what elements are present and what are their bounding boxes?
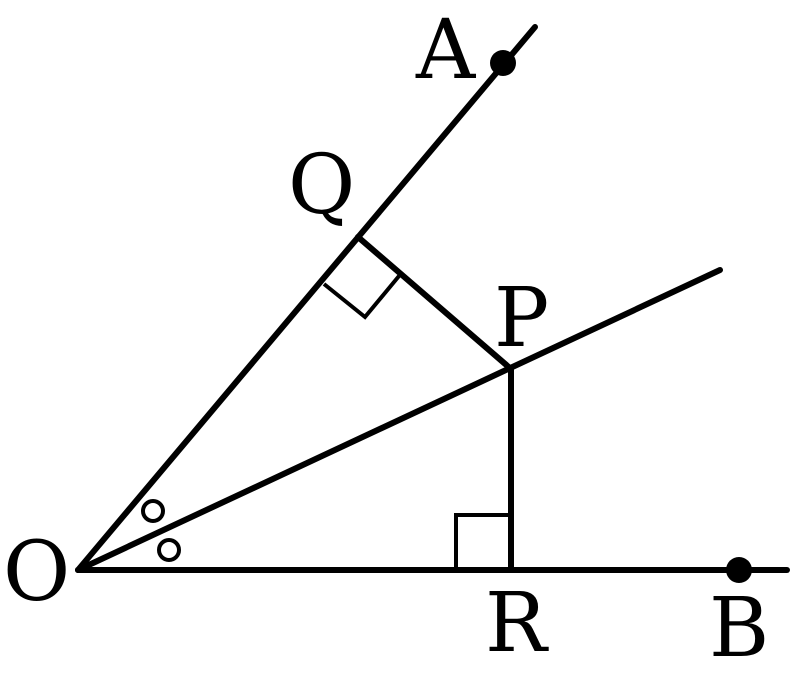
equal-angle-marker-upper: [141, 499, 165, 523]
label-a: A: [415, 3, 477, 98]
right-angle-marker-r: [454, 513, 511, 570]
label-o: O: [3, 525, 70, 620]
label-q: Q: [288, 138, 355, 233]
equal-angle-marker-lower: [157, 538, 181, 562]
point-a-dot: [490, 50, 516, 76]
ray-oa: [75, 24, 538, 573]
angle-bisector: [75, 267, 723, 573]
segment-pq: [355, 234, 514, 372]
point-b-dot: [726, 557, 752, 583]
label-r: R: [485, 576, 549, 671]
right-angle-marker-q: [322, 274, 401, 320]
label-b: B: [709, 581, 769, 676]
label-p: P: [494, 271, 549, 366]
